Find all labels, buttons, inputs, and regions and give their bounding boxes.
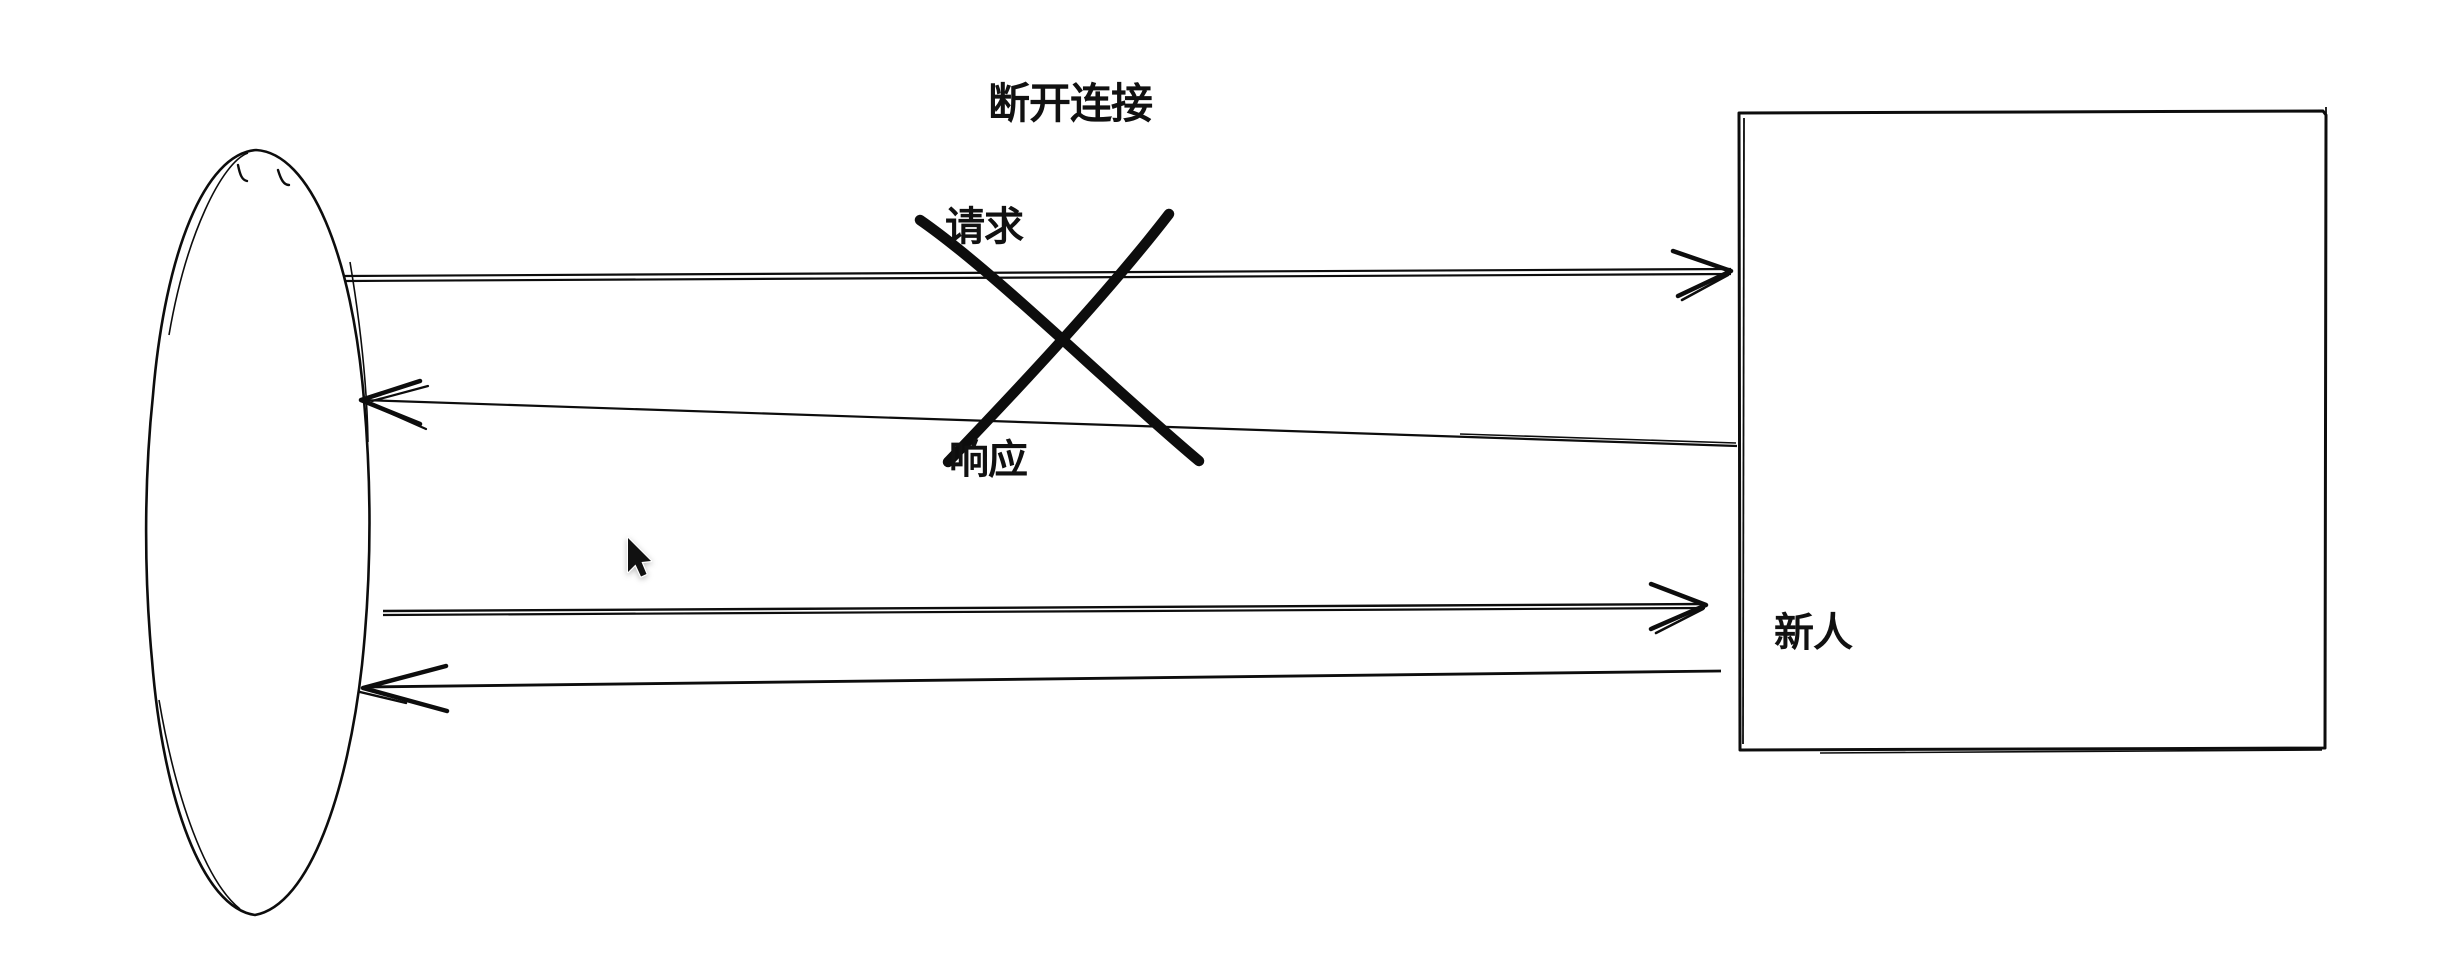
cross-out-x-icon[interactable] bbox=[914, 208, 1205, 468]
response-arrow-2[interactable] bbox=[358, 663, 1722, 714]
response-label[interactable]: 响应 bbox=[949, 437, 1028, 483]
request-label[interactable]: 请求 bbox=[945, 204, 1024, 250]
request-arrow[interactable] bbox=[343, 248, 1734, 302]
mouse-cursor-icon bbox=[626, 536, 653, 578]
ellipse-node[interactable] bbox=[144, 148, 371, 917]
newcomer-label[interactable]: 新人 bbox=[1774, 610, 1853, 656]
response-arrow[interactable] bbox=[358, 378, 1738, 448]
request-arrow-2[interactable] bbox=[382, 581, 1709, 635]
rectangle-node[interactable] bbox=[1737, 107, 2328, 754]
disconnect-label[interactable]: 断开连接 bbox=[988, 79, 1153, 128]
